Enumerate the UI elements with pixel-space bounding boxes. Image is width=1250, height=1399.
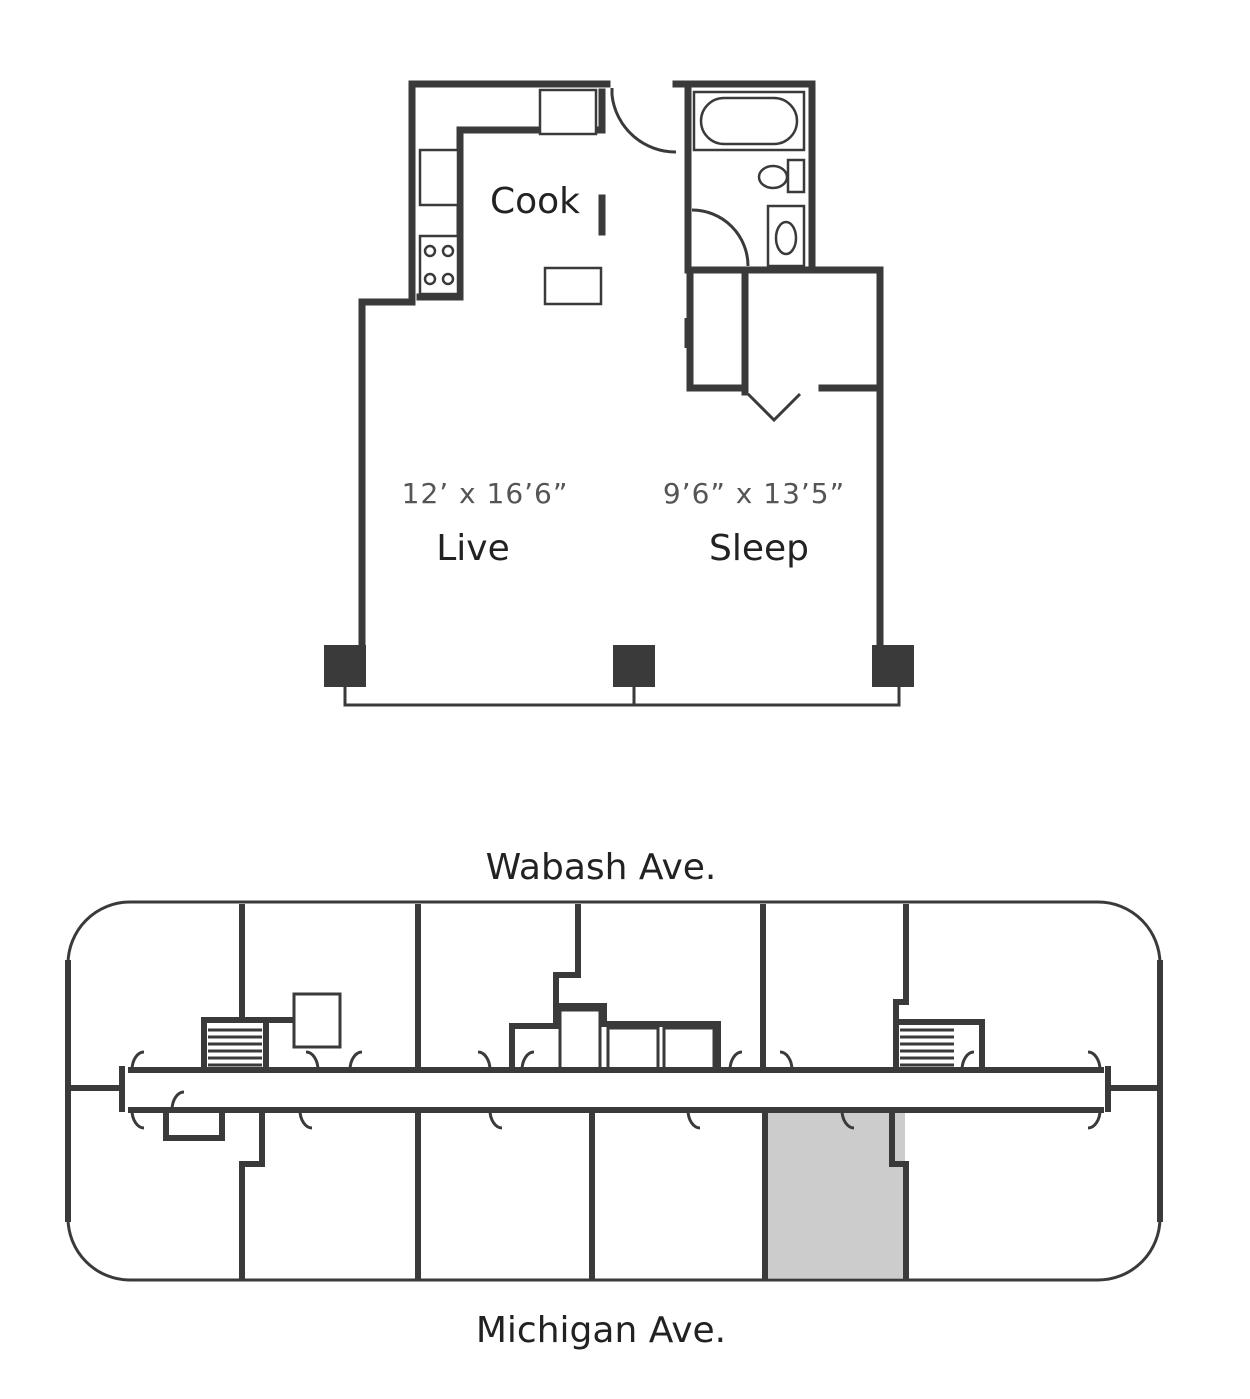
bathroom	[684, 80, 806, 274]
bathroom-sink	[766, 204, 806, 268]
building-core	[201, 992, 985, 1072]
highlighted-unit	[765, 1110, 905, 1278]
room-label-live: Live	[436, 528, 510, 569]
structural-columns	[324, 645, 914, 687]
kitchen-island	[543, 266, 603, 306]
refrigerator	[538, 88, 598, 136]
toilet-tank	[786, 158, 806, 194]
bathroom-door	[691, 208, 750, 267]
corridor	[119, 1050, 1111, 1130]
toilet	[757, 164, 789, 190]
entry-door	[610, 88, 677, 154]
building-key-plan: Wabash Ave.	[65, 847, 1163, 1351]
room-label-sleep: Sleep	[709, 528, 809, 569]
room-dimensions-live: 12’ x 16’6”	[402, 477, 569, 510]
unit-floor-plan: Cook 12’ x 16’6” Live 9’6” x 13’5” Sleep	[324, 80, 914, 707]
kitchen-counter	[416, 88, 606, 306]
unit-outer-walls	[343, 80, 901, 707]
room-dimensions-sleep: 9’6” x 13’5”	[663, 477, 845, 510]
north-unit-walls	[68, 904, 1160, 1091]
kitchen-sink	[418, 148, 460, 207]
south-unit-walls	[163, 1090, 909, 1280]
closets	[684, 272, 880, 423]
street-label-north: Wabash Ave.	[486, 847, 717, 888]
closet-door	[746, 392, 802, 423]
street-label-south: Michigan Ave.	[476, 1310, 726, 1351]
room-label-cook: Cook	[490, 181, 580, 222]
stove	[418, 234, 460, 296]
